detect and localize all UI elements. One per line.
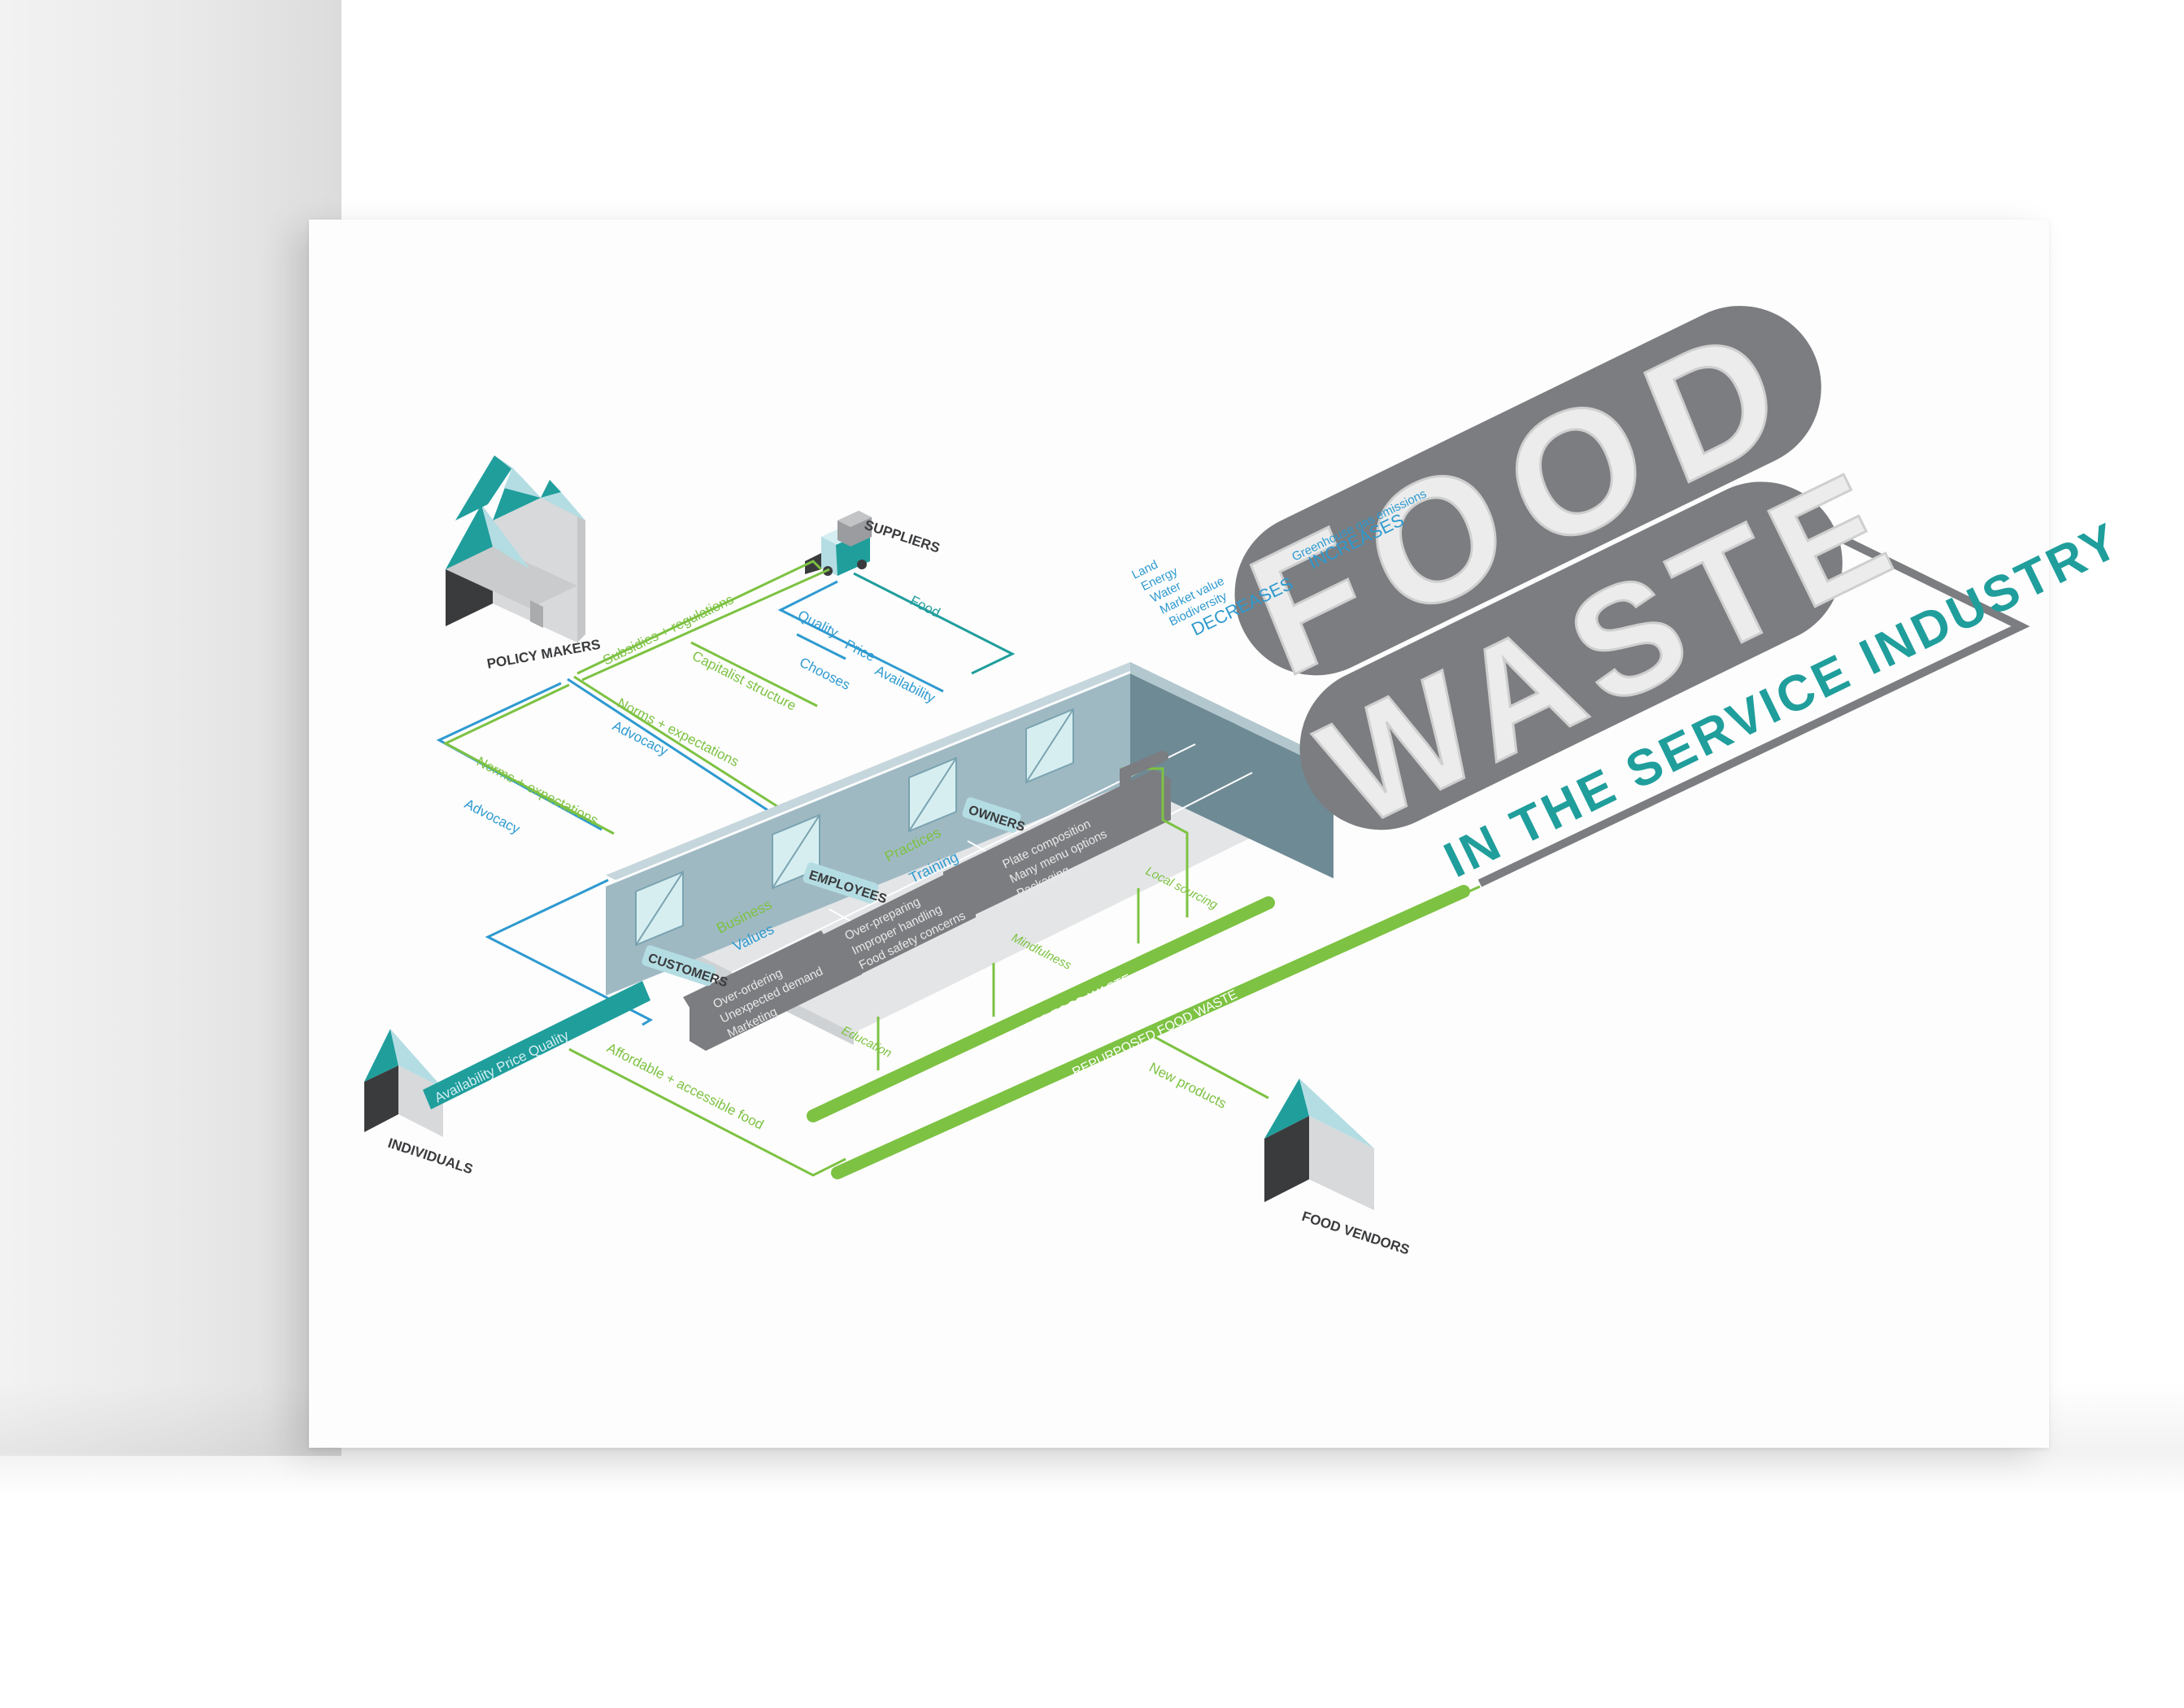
individuals-building bbox=[364, 1029, 443, 1137]
employees-pill bbox=[803, 862, 879, 904]
label-food-vendors: FOOD VENDORS bbox=[1300, 1209, 1412, 1258]
cause-bars bbox=[683, 769, 1171, 1051]
flow-price: Price bbox=[842, 637, 877, 665]
label-suppliers: SUPPLIERS bbox=[863, 517, 942, 556]
gray-pipe bbox=[1120, 751, 1168, 796]
suppliers-truck bbox=[805, 511, 872, 576]
label-policy-makers: POLICY MAKERS bbox=[485, 637, 602, 672]
flow-new-products: New products bbox=[1146, 1060, 1229, 1112]
waste-pipes bbox=[807, 885, 1470, 1179]
customers-pill bbox=[642, 945, 716, 987]
solution-education: Education bbox=[839, 1023, 894, 1060]
flow-food: Food bbox=[907, 593, 942, 621]
flow-chooses: Chooses bbox=[797, 655, 852, 693]
title-pill-waste bbox=[1299, 481, 1842, 830]
flow-individual-choice: Availability Price Quality bbox=[432, 1027, 572, 1106]
pipe-reduces-label: REDUCES FOOD WASTE bbox=[989, 972, 1133, 1052]
title-pill-food bbox=[1234, 306, 1821, 676]
flow-capitalist: Capitalist structure bbox=[690, 648, 798, 714]
policy-makers-building bbox=[446, 455, 585, 643]
owners-pill bbox=[962, 797, 1021, 834]
food-vendors-building bbox=[1264, 1078, 1374, 1210]
label-individuals: INDIVIDUALS bbox=[386, 1135, 475, 1178]
flow-advocacy-2: Advocacy bbox=[462, 796, 523, 838]
wall-background bbox=[0, 0, 342, 1456]
